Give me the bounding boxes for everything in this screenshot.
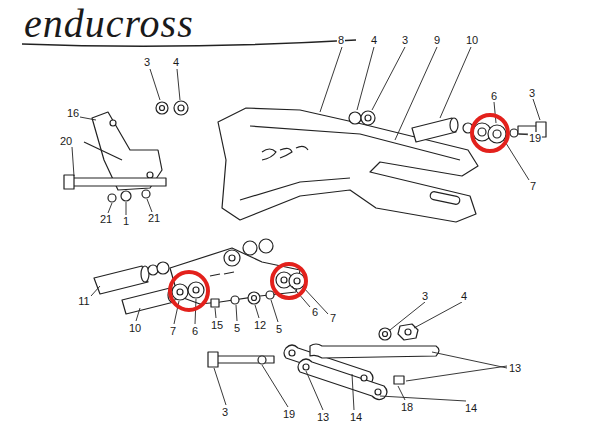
callout-number: 6	[490, 90, 498, 102]
callout-number: 1	[122, 215, 130, 227]
callout-number: 20	[59, 135, 73, 147]
brand-title: enducross	[24, 2, 194, 46]
callout-number: 4	[172, 56, 180, 68]
callout-number: 5	[275, 323, 283, 335]
callout-number: 14	[464, 402, 478, 414]
callout-number: 21	[147, 212, 161, 224]
highlight-ring	[272, 264, 306, 298]
highlight-ring	[170, 272, 208, 310]
callout-number: 3	[221, 406, 229, 418]
callout-number: 15	[210, 319, 224, 331]
callout-number: 4	[370, 34, 378, 46]
callout-number: 10	[465, 34, 479, 46]
callout-number: 6	[191, 325, 199, 337]
callout-number: 3	[401, 34, 409, 46]
callout-number: 14	[349, 411, 363, 423]
callout-number: 3	[143, 56, 151, 68]
callout-number: 5	[233, 322, 241, 334]
callout-number: 6	[311, 306, 319, 318]
highlight-ring	[472, 115, 508, 151]
callout-number: 12	[253, 319, 267, 331]
callout-number: 13	[316, 411, 330, 423]
callout-number: 13	[508, 362, 522, 374]
callout-number: 4	[460, 290, 468, 302]
callout-number: 9	[433, 34, 441, 46]
callout-number: 10	[128, 322, 142, 334]
callout-number: 8	[337, 34, 345, 46]
callout-number: 16	[66, 107, 80, 119]
callout-number: 7	[169, 325, 177, 337]
callout-number: 11	[77, 295, 90, 307]
callout-number: 19	[528, 132, 542, 144]
callout-number: 3	[421, 290, 429, 302]
callout-number: 7	[529, 180, 537, 192]
callout-number: 21	[99, 213, 113, 225]
callout-number: 3	[528, 87, 536, 99]
callout-number: 18	[400, 401, 414, 413]
callout-number: 19	[282, 408, 296, 420]
callout-number: 7	[329, 312, 337, 324]
